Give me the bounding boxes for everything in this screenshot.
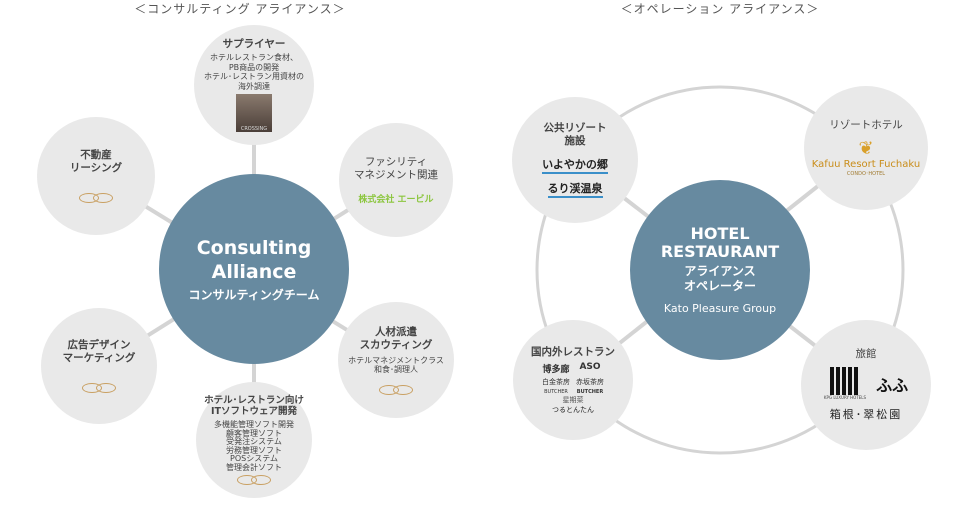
node-desc: POSシステム [230, 454, 278, 463]
tsurutontan-logo: つるとんたん [552, 405, 594, 414]
node-desc: 労務管理ソフト [226, 445, 282, 455]
operation-center-circle: HOTEL RESTAURANT アライアンス オペレーター Kato Plea… [630, 180, 810, 360]
node-title: 施設 [564, 135, 586, 147]
node-desc: ホテルレストラン食材、 [210, 53, 298, 62]
facility-node: ファシリティマネジメント関連 株式会社 エービル [339, 123, 453, 237]
center-title-1: HOTEL [690, 224, 750, 243]
abil-logo: 株式会社 エービル [358, 194, 434, 205]
consulting-center-circle: Consulting Alliance コンサルティングチーム [159, 174, 349, 364]
node-desc: PB商品の開発 [228, 62, 280, 72]
node-desc: 和食･調理人 [374, 365, 418, 374]
restaurants-node: 国内外レストラン 博多廊 ASO 白金茶房 赤坂茶房 BUTCHER BUTCH… [513, 320, 633, 440]
suishoen-logo: 箱根･翠松園 [829, 408, 903, 421]
public-resort-node: 公共リゾート施設 いよやかの郷 るり渓温泉 [512, 97, 638, 223]
design-node: 広告デザインマーケティング [41, 308, 157, 424]
node-title: 不動産 [80, 149, 112, 161]
seikisai-logo: 星期菜 [562, 395, 584, 404]
kafuu-logo: Kafuu Resort Fuchaku [811, 159, 921, 170]
butcher-logo-2: BUTCHER [576, 388, 604, 395]
shirokane-logo: 白金茶房 [542, 377, 570, 386]
center-subtitle: コンサルティングチーム [188, 287, 320, 302]
node-title: リゾートホテル [829, 119, 903, 131]
knot-icon [237, 475, 271, 485]
node-desc: 多機能管理ソフト開発 [214, 420, 294, 429]
fufu-logo: ふふ [876, 375, 909, 395]
knot-icon [379, 384, 413, 395]
node-title: 旅館 [855, 348, 877, 360]
center-title-2: Alliance [211, 260, 297, 283]
hakata-logo: 博多廊 [542, 364, 570, 375]
kafuu-emblem-icon: ❦ [858, 138, 874, 159]
akasaka-logo: 赤坂茶房 [576, 377, 604, 386]
center-title-1: Consulting [196, 236, 312, 259]
kpg-luxury-mark-icon [829, 367, 860, 395]
node-title: 公共リゾート [543, 122, 607, 134]
knot-icon [79, 193, 113, 203]
consulting-header: ＜コンサルティング アライアンス＞ [134, 2, 346, 16]
node-title: マーケティング [62, 352, 136, 364]
realestate-node: 不動産リーシング [37, 117, 155, 235]
kafuu-logo-sub: CONDO･HOTEL [846, 171, 886, 177]
node-title: ITソフトウェア開発 [210, 406, 297, 417]
node-desc: 顧客管理ソフト [226, 428, 282, 438]
node-desc: ホテル･レストラン用資材の [204, 72, 304, 81]
center-subtitle-1: アライアンス [684, 264, 756, 278]
node-title: スカウティング [359, 338, 433, 351]
node-title: ファシリティ [364, 155, 428, 168]
operation-ring [535, 85, 905, 455]
supplier-node: サプライヤー ホテルレストラン食材、PB商品の開発ホテル･レストラン用資材の海外… [194, 25, 314, 145]
rurikei-logo: るり渓温泉 [547, 180, 603, 198]
staffing-node: 人材派遣スカウティング ホテルマネジメントクラス和食･調理人 [338, 302, 454, 418]
kpg-logo: Kato Pleasure Group [663, 302, 777, 315]
ryokan-node: 旅館 KPG LUXURY HOTELS ふふ 箱根･翠松園 [801, 320, 931, 450]
node-desc: 管理会計ソフト [226, 462, 282, 472]
center-title-2: RESTAURANT [660, 242, 780, 261]
node-title: マネジメント関連 [354, 168, 438, 181]
node-desc: 海外調達 [238, 81, 270, 91]
aso-logo: ASO [579, 361, 601, 372]
resort-hotel-node: リゾートホテル ❦ Kafuu Resort Fuchaku CONDO･HOT… [804, 86, 928, 210]
node-title: 広告デザイン [67, 339, 131, 351]
node-desc: 受発注システム [226, 437, 282, 446]
crossing-logo: CROSSING [236, 94, 272, 132]
butcher-logo: BUTCHER [544, 388, 568, 395]
node-title: サプライヤー [222, 38, 286, 50]
node-title: 人材派遣 [375, 325, 417, 338]
iyoyaka-logo: いよやかの郷 [542, 156, 608, 174]
node-title: リーシング [69, 162, 123, 174]
node-title: 国内外レストラン [531, 345, 615, 358]
kpg-luxury-logo: KPG LUXURY HOTELS [823, 395, 867, 400]
knot-icon [82, 383, 116, 393]
node-desc: ホテルマネジメントクラス [348, 355, 444, 365]
node-title: ホテル･レストラン向け [204, 395, 304, 406]
center-subtitle-2: オペレーター [683, 279, 756, 293]
operation-header: ＜オペレーション アライアンス＞ [620, 2, 820, 16]
